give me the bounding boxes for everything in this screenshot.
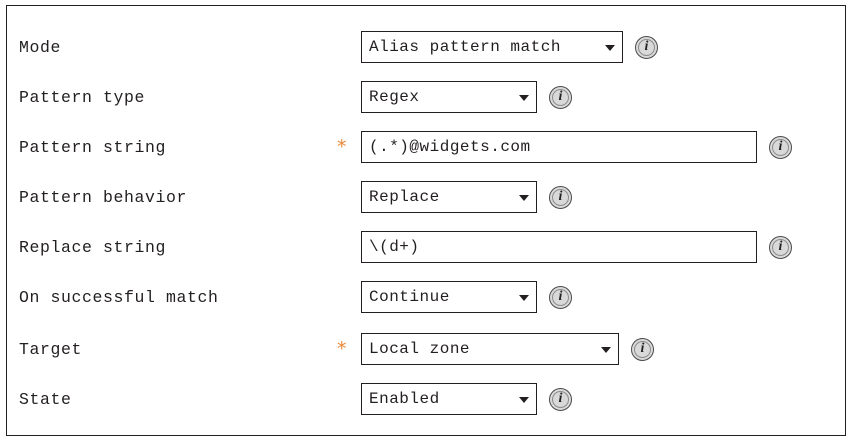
info-icon-pattern-behavior[interactable]: i bbox=[549, 185, 572, 209]
select-mode[interactable]: Alias pattern match bbox=[361, 31, 623, 63]
info-icon-pattern-string[interactable]: i bbox=[769, 135, 792, 159]
info-icon-on-successful-match[interactable]: i bbox=[549, 285, 572, 309]
control-pattern-type: Regex i bbox=[361, 81, 572, 113]
form-row-target: Target * Local zone i bbox=[7, 324, 845, 374]
chevron-down-icon bbox=[519, 397, 529, 403]
control-mode: Alias pattern match i bbox=[361, 31, 658, 63]
info-icon-mode[interactable]: i bbox=[635, 35, 658, 59]
info-icon-glyph: i bbox=[778, 239, 783, 254]
form-row-mode: Mode Alias pattern match i bbox=[7, 22, 845, 72]
info-icon-glyph: i bbox=[558, 89, 563, 104]
form-row-pattern-type: Pattern type Regex i bbox=[7, 72, 845, 122]
select-pattern-behavior-value: Replace bbox=[369, 188, 440, 206]
info-icon-glyph: i bbox=[558, 189, 563, 204]
required-marker-target: * bbox=[337, 337, 347, 360]
select-on-successful-match[interactable]: Continue bbox=[361, 281, 537, 313]
control-replace-string: \(d+) i bbox=[361, 231, 792, 263]
chevron-down-icon bbox=[519, 295, 529, 301]
info-icon-glyph: i bbox=[778, 139, 783, 154]
chevron-down-icon bbox=[519, 195, 529, 201]
chevron-down-icon bbox=[601, 347, 611, 353]
form-row-state: State Enabled i bbox=[7, 374, 845, 424]
control-state: Enabled i bbox=[361, 383, 572, 415]
control-target: Local zone i bbox=[361, 333, 654, 365]
alias-pattern-form: Mode Alias pattern match i Pattern type … bbox=[7, 6, 845, 435]
label-on-successful-match: On successful match bbox=[19, 287, 219, 307]
label-pattern-string: Pattern string bbox=[19, 137, 167, 157]
select-target[interactable]: Local zone bbox=[361, 333, 619, 365]
select-pattern-type-value: Regex bbox=[369, 88, 420, 106]
control-pattern-string: (.*)@widgets.com i bbox=[361, 131, 792, 163]
info-icon-pattern-type[interactable]: i bbox=[549, 85, 572, 109]
info-icon-glyph: i bbox=[558, 289, 563, 304]
info-icon-glyph: i bbox=[640, 341, 645, 356]
select-pattern-type[interactable]: Regex bbox=[361, 81, 537, 113]
info-icon-glyph: i bbox=[644, 39, 649, 54]
label-mode: Mode bbox=[19, 37, 62, 57]
chevron-down-icon bbox=[605, 45, 615, 51]
info-icon-glyph: i bbox=[558, 391, 563, 406]
select-state-value: Enabled bbox=[369, 390, 440, 408]
label-pattern-type: Pattern type bbox=[19, 87, 146, 107]
form-row-on-successful-match: On successful match Continue i bbox=[7, 272, 845, 322]
required-marker-pattern-string: * bbox=[337, 135, 347, 158]
info-icon-replace-string[interactable]: i bbox=[769, 235, 792, 259]
input-pattern-string-value: (.*)@widgets.com bbox=[369, 138, 531, 156]
label-state: State bbox=[19, 389, 72, 409]
form-row-pattern-behavior: Pattern behavior Replace i bbox=[7, 172, 845, 222]
label-pattern-behavior: Pattern behavior bbox=[19, 187, 188, 207]
select-state[interactable]: Enabled bbox=[361, 383, 537, 415]
control-on-successful-match: Continue i bbox=[361, 281, 572, 313]
control-pattern-behavior: Replace i bbox=[361, 181, 572, 213]
info-icon-state[interactable]: i bbox=[549, 387, 572, 411]
select-target-value: Local zone bbox=[369, 340, 471, 358]
label-replace-string: Replace string bbox=[19, 237, 167, 257]
settings-panel: Mode Alias pattern match i Pattern type … bbox=[6, 5, 846, 436]
input-replace-string-value: \(d+) bbox=[369, 238, 420, 256]
form-row-pattern-string: Pattern string * (.*)@widgets.com i bbox=[7, 122, 845, 172]
info-icon-target[interactable]: i bbox=[631, 337, 654, 361]
select-pattern-behavior[interactable]: Replace bbox=[361, 181, 537, 213]
input-pattern-string[interactable]: (.*)@widgets.com bbox=[361, 131, 757, 163]
label-target: Target bbox=[19, 339, 83, 359]
select-mode-value: Alias pattern match bbox=[369, 38, 561, 56]
form-row-replace-string: Replace string \(d+) i bbox=[7, 222, 845, 272]
select-on-successful-match-value: Continue bbox=[369, 288, 450, 306]
chevron-down-icon bbox=[519, 95, 529, 101]
input-replace-string[interactable]: \(d+) bbox=[361, 231, 757, 263]
